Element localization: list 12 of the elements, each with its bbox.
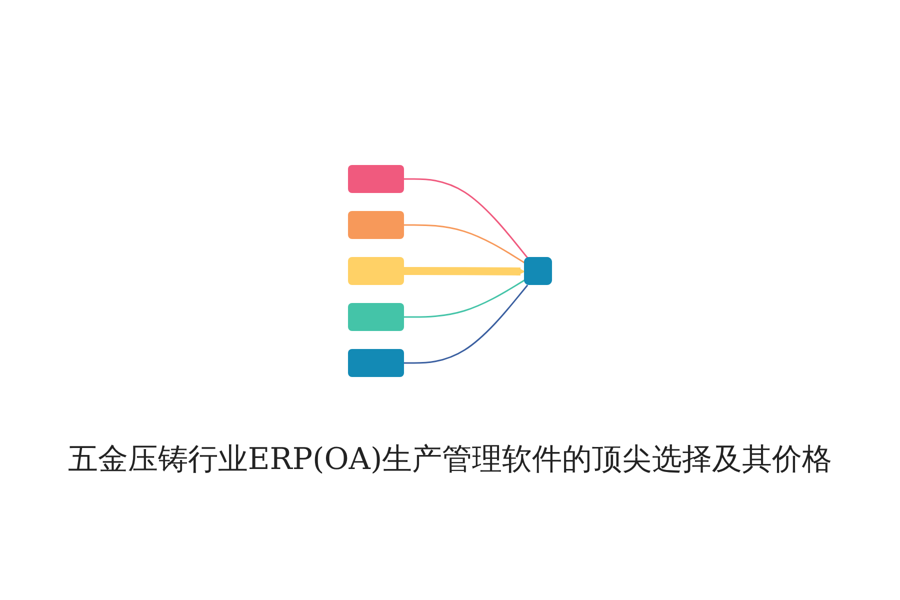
color-bar — [348, 256, 404, 284]
connector-line — [404, 284, 528, 364]
rounded-box — [524, 256, 552, 284]
color-bar — [348, 164, 404, 192]
color-bar — [348, 348, 404, 376]
diagram-title: 五金压铸行业ERP(OA)生产管理软件的顶尖选择及其价格 — [68, 440, 832, 478]
connector-line — [404, 224, 525, 263]
color-bar — [348, 210, 404, 238]
color-bar — [348, 302, 404, 330]
connector-line — [404, 178, 528, 258]
arrow — [404, 266, 525, 276]
connector-line — [404, 279, 525, 318]
